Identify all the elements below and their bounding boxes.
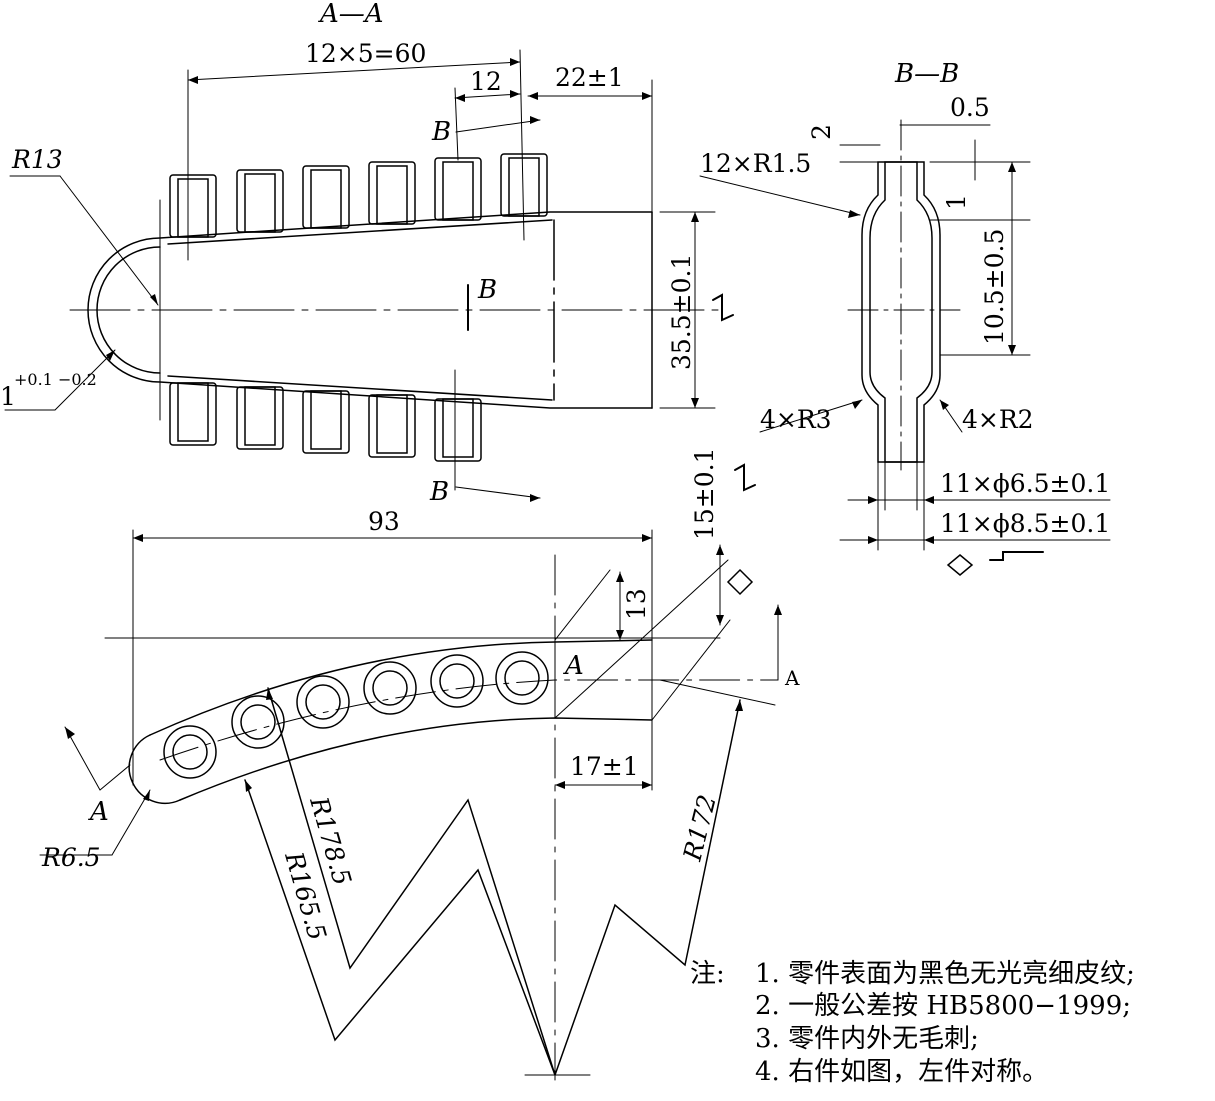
note-2: 2. 一般公差按 HB5800−1999;	[755, 991, 1131, 1021]
plan-outer-arc	[149, 639, 653, 736]
radius-leader-r172	[554, 699, 741, 1076]
dim-r2: 4×R2	[962, 405, 1034, 434]
dim-body-height: 10.5±0.5	[980, 229, 1009, 345]
section-bb-view	[699, 119, 1111, 551]
aa-bottom-wall	[159, 381, 653, 409]
plan-rings	[163, 651, 549, 779]
dim-wall-tolerance: +0.1 −0.2	[14, 370, 97, 389]
radius-leader-r178	[267, 687, 556, 1076]
dim-pitch-total: 12×5=60	[305, 39, 426, 68]
note-4: 4. 右件如图，左件对称。	[755, 1057, 1048, 1087]
dim-width: 15±0.1	[690, 447, 719, 540]
aa-top-wall	[159, 211, 653, 239]
dim-hole-outer: 11×ϕ8.5±0.1	[940, 509, 1110, 538]
dim-radius-nose: R13	[11, 145, 63, 174]
dim-top-length: 2	[807, 124, 836, 140]
section-aa-title: A—A	[318, 0, 384, 29]
note-3: 3. 零件内外无毛刺;	[755, 1024, 979, 1054]
section-bb-title: B—B	[894, 59, 959, 89]
dim-wall-side: 1	[942, 194, 971, 210]
dim-radius-end: R6.5	[41, 843, 101, 872]
radius-leader-r165	[244, 779, 556, 1076]
section-marker-a-mid: A	[563, 651, 584, 681]
dim-pitch: 12	[470, 67, 502, 96]
section-aa-view	[4, 49, 721, 499]
plan-view	[39, 293, 1044, 1081]
notes-label: 注:	[690, 959, 725, 989]
plan-end-cap	[128, 734, 181, 805]
note-1: 1. 零件表面为黑色无光亮细皮纹;	[755, 959, 1135, 989]
dim-end-length: 22±1	[555, 63, 624, 92]
section-marker-a-left: A	[88, 797, 109, 827]
dim-end-width: 17±1	[570, 752, 639, 781]
dim-radius-172: R172	[677, 792, 721, 865]
section-marker-b-top: B	[431, 117, 451, 147]
plan-inner-arc	[179, 717, 653, 801]
dim-r3: 4×R3	[760, 405, 832, 434]
dim-length: 93	[368, 507, 400, 536]
dim-wall: 1	[0, 382, 16, 411]
dim-height: 35.5±0.1	[667, 254, 696, 370]
section-marker-b-bottom: B	[429, 477, 449, 507]
section-marker-b-mid: B	[477, 275, 497, 305]
dim-offset: 13	[622, 588, 651, 620]
dim-hole-inner: 11×ϕ6.5±0.1	[940, 469, 1110, 498]
dim-wall-top: 0.5	[950, 93, 990, 122]
dim-fillet-small: 12×R1.5	[700, 149, 811, 178]
section-marker-a-right: A	[784, 666, 800, 690]
aa-tubes-bottom	[169, 382, 482, 462]
